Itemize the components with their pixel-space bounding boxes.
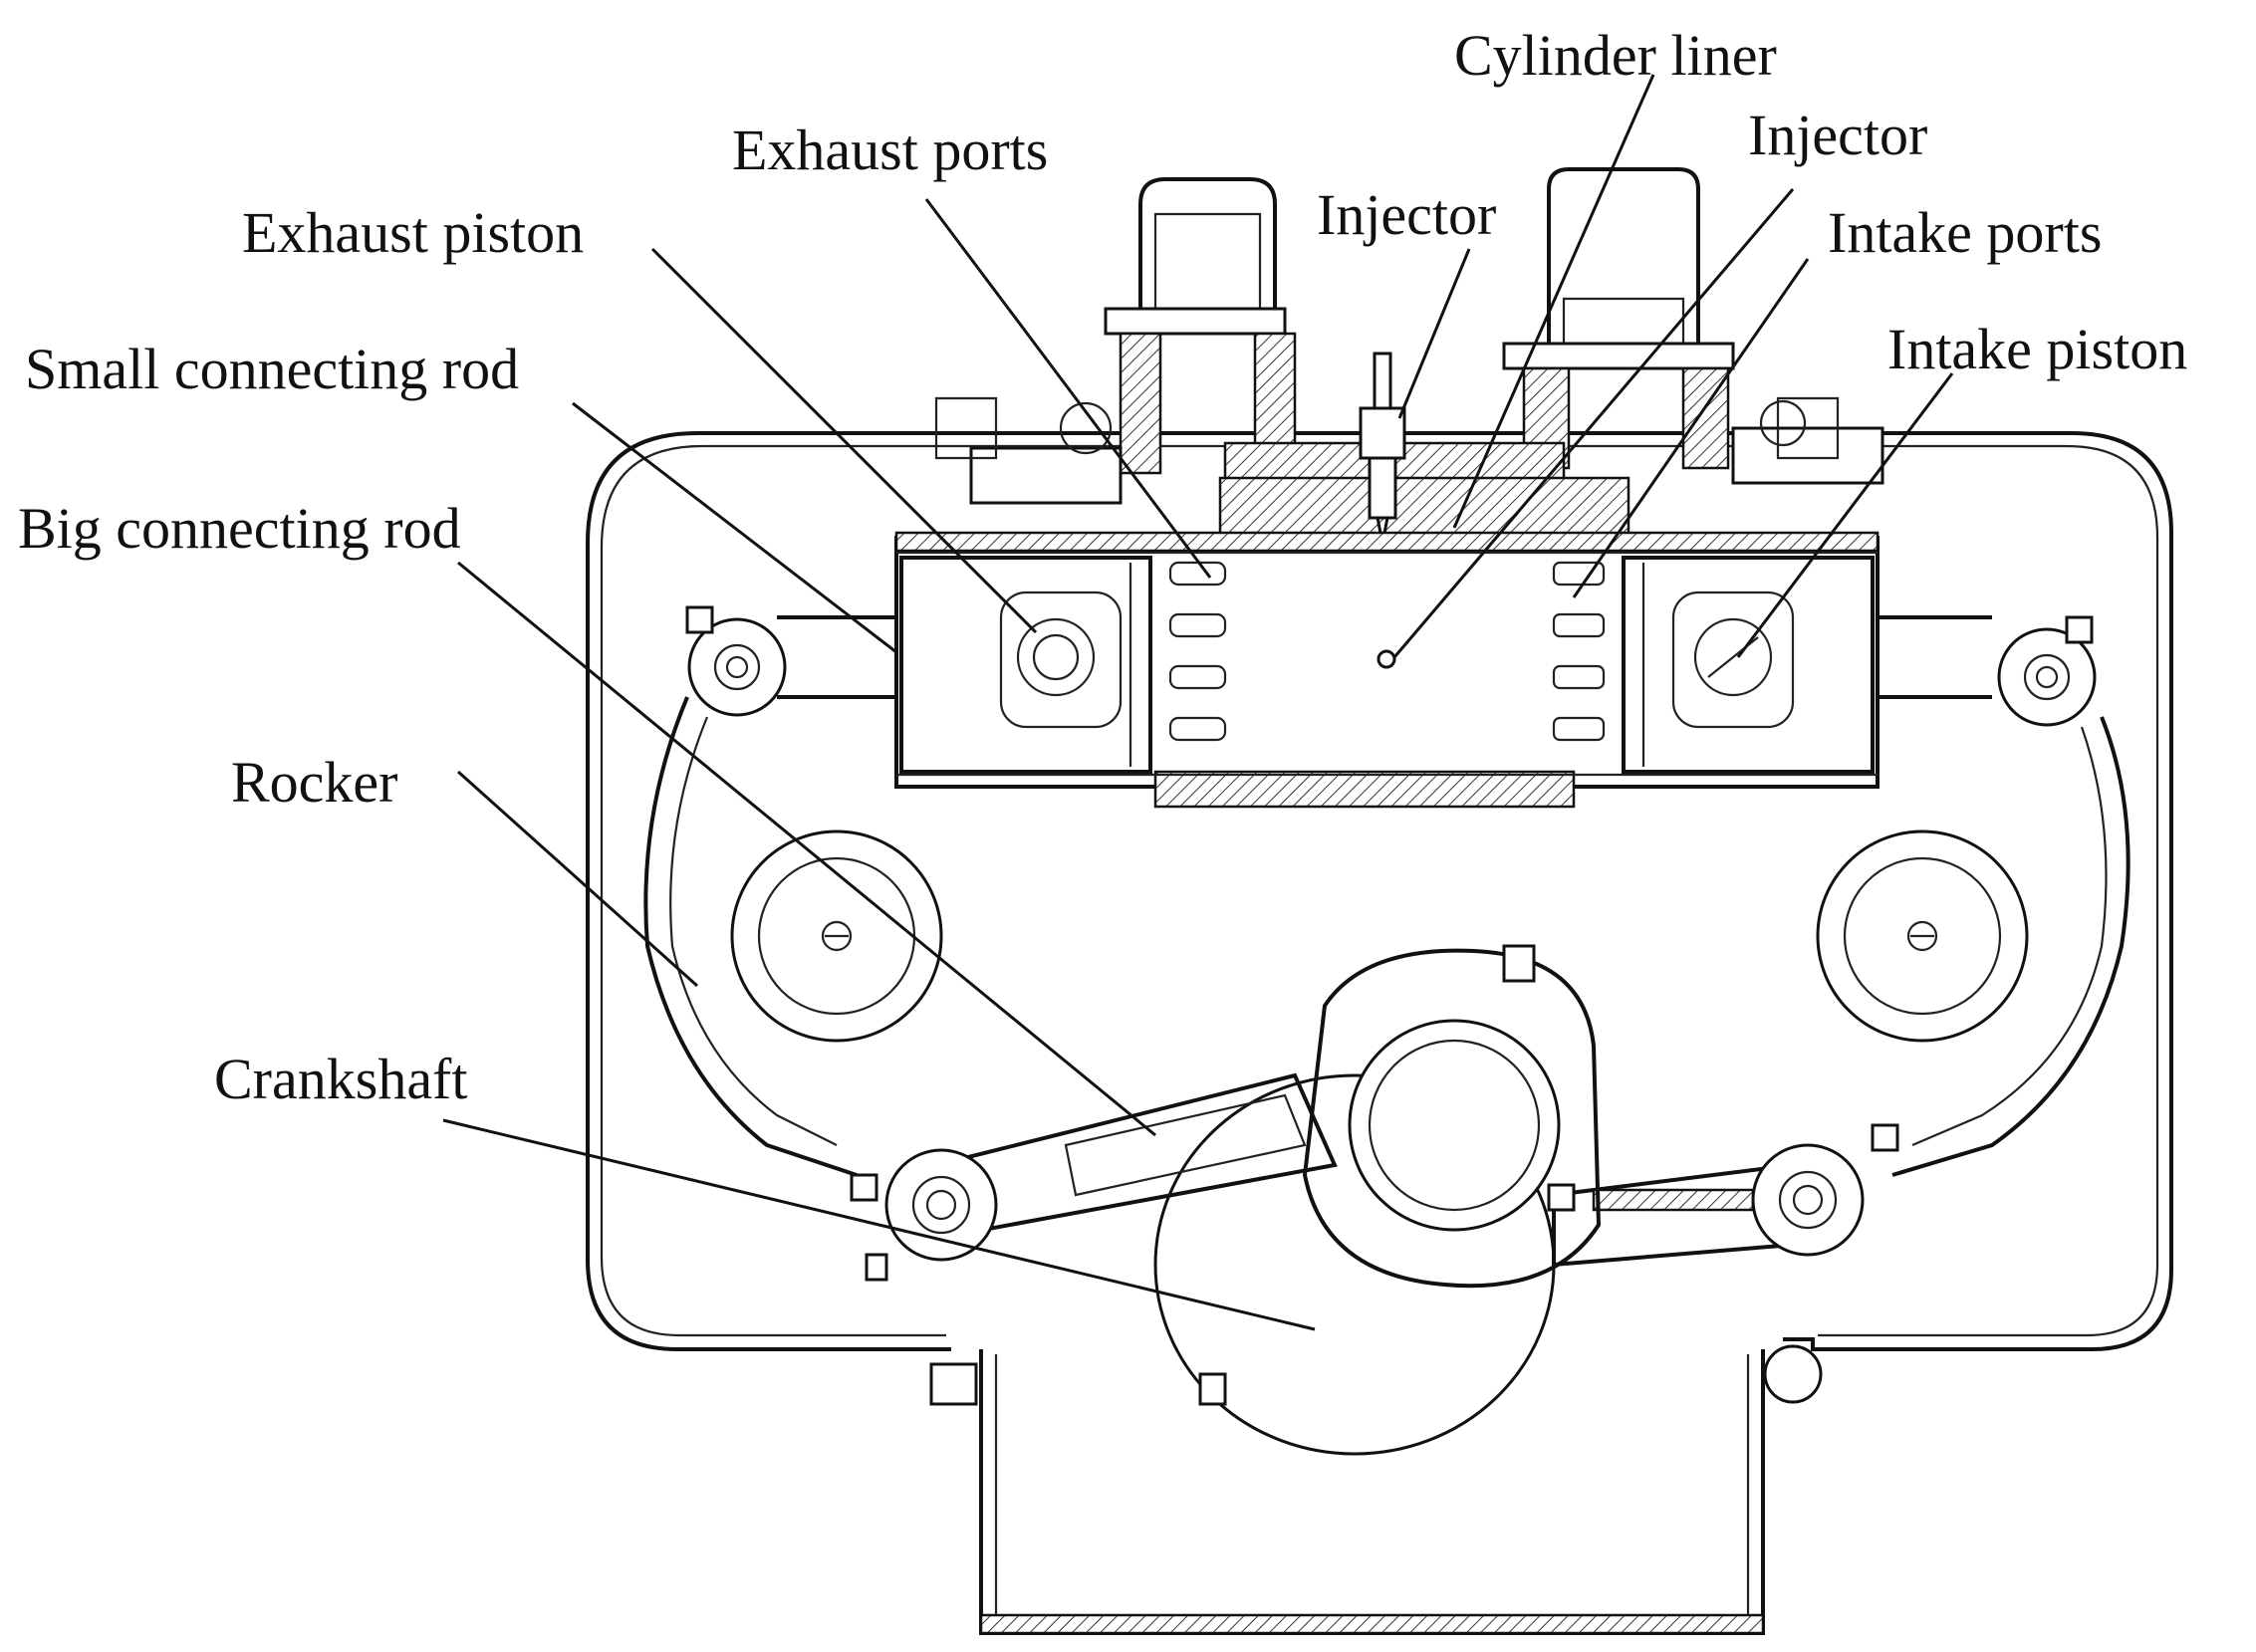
- exhaust-ports: [1168, 561, 1227, 742]
- label-exhaust-piston: Exhaust piston: [242, 200, 584, 265]
- label-small-connecting-rod: Small connecting rod: [25, 337, 519, 401]
- crankshaft-assembly: [850, 944, 1899, 1456]
- injector-center-part: [1359, 352, 1406, 544]
- label-intake-piston: Intake piston: [1887, 317, 2187, 381]
- small-connecting-rods: [685, 605, 2097, 727]
- label-rocker: Rocker: [231, 750, 398, 815]
- crankcase-housing: [586, 431, 2173, 1635]
- label-intake-ports: Intake ports: [1828, 200, 2102, 265]
- label-cylinder-liner: Cylinder liner: [1454, 23, 1777, 88]
- intake-ports: [1552, 561, 1606, 742]
- label-exhaust-ports: Exhaust ports: [732, 118, 1048, 182]
- label-injector-center: Injector: [1317, 182, 1496, 247]
- cylinder-liner: [894, 531, 1880, 809]
- labels: Cylinder liner Injector Exhaust ports In…: [18, 23, 2187, 1111]
- intake-piston: [1622, 556, 1875, 774]
- label-injector-right: Injector: [1748, 103, 1927, 167]
- rockers: [643, 696, 2131, 1177]
- exhaust-piston: [899, 556, 1152, 774]
- leader-lines: [442, 74, 1954, 1331]
- label-big-connecting-rod: Big connecting rod: [18, 496, 461, 561]
- label-crankshaft: Crankshaft: [214, 1047, 468, 1111]
